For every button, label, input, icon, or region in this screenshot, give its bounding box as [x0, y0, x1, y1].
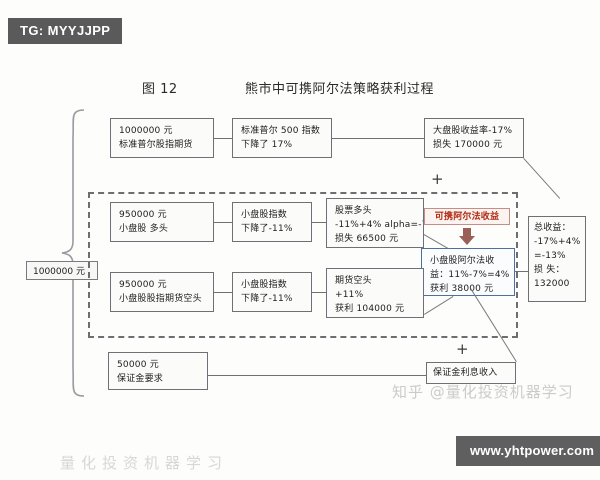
alpha-result-line3: 获利 38000 元	[430, 284, 494, 294]
row1-position-line1: 1000000 元	[119, 126, 173, 136]
row2-position-line1: 950000 元	[119, 210, 167, 220]
row3-result-line1: 期货空头	[335, 276, 372, 286]
row4-position-line2: 保证金要求	[117, 374, 164, 384]
row3-result-line3: 获利 104000 元	[335, 304, 405, 314]
row1-index-line1: 标准普尔 500 指数	[241, 126, 321, 136]
row2-result-line1: 股票多头	[335, 206, 372, 216]
row1-result-box: 大盘股收益率-17% 损失 170000 元	[424, 118, 524, 158]
row3-position-box: 950000 元 小盘股股指期货空头	[110, 272, 214, 312]
row1-result-line1: 大盘股收益率-17%	[433, 126, 513, 136]
summary-line1: 总收益：	[534, 223, 571, 233]
row3-connector-1	[214, 292, 232, 293]
row4-result-box: 保证金利息收入	[426, 362, 516, 384]
row1-position-line2: 标准普尔股指期货	[119, 140, 193, 150]
row3-position-line2: 小盘股股指期货空头	[119, 294, 202, 304]
row2-position-line2: 小盘股 多头	[119, 224, 169, 234]
alpha-to-summary-connector	[515, 271, 532, 272]
row4-result-line1: 保证金利息收入	[433, 368, 498, 378]
row3-index-box: 小盘股指数 下降了-11%	[232, 272, 312, 312]
row1-result-line2: 损失 170000 元	[433, 140, 503, 150]
summary-box: 总收益： -17%+4% =-13% 损 失： 132000	[528, 216, 586, 302]
row1-connector-2	[332, 138, 424, 139]
figure-number: 图 12	[142, 82, 178, 97]
summary-line3: =-13%	[534, 251, 566, 261]
row2-result-line3: 损失 66500 元	[335, 234, 399, 244]
summary-line4: 损 失：	[534, 265, 565, 275]
plus-operator-bottom: +	[456, 340, 469, 358]
total-capital-label: 1000000 元	[26, 261, 98, 280]
row1-to-summary-connector	[523, 158, 561, 199]
figure-title: 熊市中可携阿尔法策略获利过程	[245, 82, 435, 97]
portable-alpha-label: 可携阿尔法收益	[424, 208, 510, 225]
row4-connector-1	[208, 375, 426, 376]
portable-alpha-label-text: 可携阿尔法收益	[434, 212, 500, 222]
row2-connector-1	[214, 222, 232, 223]
left-brace-icon	[61, 109, 85, 397]
tg-channel-badge: TG: MYYJJPP	[8, 18, 123, 44]
row2-index-line1: 小盘股指数	[241, 210, 288, 220]
row2-position-box: 950000 元 小盘股 多头	[110, 202, 214, 242]
row3-result-line2: +11%	[335, 290, 364, 300]
row1-position-box: 1000000 元 标准普尔股指期货	[110, 118, 214, 158]
site-url-badge: www.yhtpower.com	[456, 436, 600, 466]
total-capital-amount: 1000000 元	[33, 267, 85, 277]
alpha-result-line2: 益：11%-7%=4%	[430, 270, 510, 280]
row4-position-line1: 50000 元	[117, 360, 159, 370]
row3-index-line2: 下降了-11%	[241, 294, 293, 304]
bottom-watermark: 量化投资机器学习	[60, 454, 229, 472]
row1-index-box: 标准普尔 500 指数 下降了 17%	[232, 118, 332, 158]
summary-line2: -17%+4%	[534, 237, 581, 247]
row2-index-box: 小盘股指数 下降了-11%	[232, 202, 312, 242]
row2-connector-2	[312, 222, 326, 223]
summary-line5: 132000	[534, 279, 570, 289]
portable-alpha-scope-region	[88, 192, 518, 338]
row3-result-box: 期货空头 +11% 获利 104000 元	[326, 268, 424, 318]
row4-position-box: 50000 元 保证金要求	[108, 352, 208, 390]
zhihu-watermark: 知乎 @量化投资机器学习	[392, 383, 574, 401]
plus-operator-top: +	[431, 170, 444, 188]
alpha-result-line1: 小盘股阿尔法收	[430, 256, 495, 266]
row2-result-line2: -11%+4% alpha=-7%	[335, 220, 423, 230]
alpha-result-box: 小盘股阿尔法收 益：11%-7%=4% 获利 38000 元	[421, 248, 515, 296]
row3-connector-2	[312, 292, 326, 293]
row2-result-box: 股票多头 -11%+4% alpha=-7% 损失 66500 元	[326, 198, 424, 248]
row3-position-line1: 950000 元	[119, 280, 167, 290]
row2-index-line2: 下降了-11%	[241, 224, 293, 234]
row3-index-line1: 小盘股指数	[241, 280, 288, 290]
row1-index-line2: 下降了 17%	[241, 140, 293, 150]
row1-connector-1	[214, 138, 232, 139]
